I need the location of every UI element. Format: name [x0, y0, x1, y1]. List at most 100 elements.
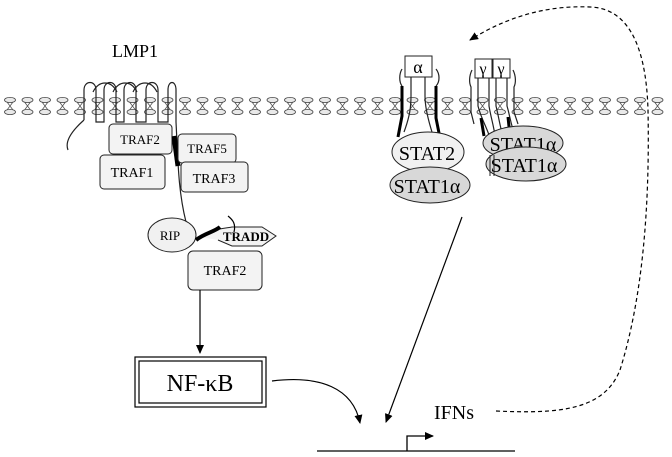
lipid-head [476, 97, 489, 104]
lipid-head [336, 109, 349, 116]
lipid-tail [461, 101, 469, 111]
lipid-tail [216, 101, 224, 111]
stat-to-promoter-arrow [385, 216, 463, 423]
lipid-head [301, 109, 314, 116]
nfkb-box-inner [138, 360, 263, 404]
receptor-alpha-box [404, 55, 433, 78]
lipid-head [616, 109, 629, 116]
cell-membrane [4, 97, 664, 116]
lipid-head [284, 109, 296, 116]
tradd-label: TRADD [223, 229, 269, 244]
tradd-binding-segment [194, 225, 222, 242]
traf1-label: TRAF1 [111, 166, 154, 181]
lipid-head [144, 109, 156, 116]
lipid-tail [479, 101, 486, 111]
nfkb-label: NF-κB [167, 371, 234, 397]
lipid-head [651, 109, 664, 116]
lipid-tail [251, 101, 259, 111]
lmp1-label: LMP1 [112, 41, 158, 61]
lipid-head [336, 97, 349, 104]
lipid-head [389, 109, 401, 116]
lipid-tail [356, 101, 364, 111]
receptor-alpha: α [396, 55, 442, 139]
lipid-head [126, 97, 139, 104]
rip-oval [147, 217, 197, 253]
lipid-head [56, 97, 69, 104]
lipid-head [616, 97, 629, 104]
lipid-tail [566, 101, 574, 111]
lipid-head [406, 97, 419, 104]
lipid-head [249, 109, 261, 116]
rip-label: RIP [160, 228, 180, 243]
lipid-head [599, 97, 611, 104]
lipid-head [389, 97, 401, 104]
lipid-head [634, 97, 646, 104]
receptor-gamma-label-2: γ [496, 61, 504, 78]
lipid-head [231, 109, 244, 116]
lipid-tail [181, 101, 189, 111]
lipid-tail [339, 101, 346, 111]
lipid-head [371, 97, 384, 104]
lipid-head [109, 97, 121, 104]
lipid-head [511, 97, 524, 104]
receptor-gamma-box-1 [474, 58, 493, 79]
lipid-head [651, 97, 664, 104]
stat2-label: STAT2 [399, 143, 455, 165]
receptor-gamma-box-2 [492, 58, 511, 79]
lipid-tail [321, 101, 329, 111]
traf5-label: TRAF5 [187, 141, 227, 156]
lipid-tail [619, 101, 626, 111]
lipid-head [564, 109, 576, 116]
lipid-tail [549, 101, 556, 111]
lipid-head [529, 97, 541, 104]
lipid-head [459, 109, 471, 116]
lipid-head [4, 109, 16, 116]
lipid-head [249, 97, 261, 104]
lipid-head [284, 97, 296, 104]
lipid-tail [234, 101, 241, 111]
lmp1-transmembrane [66, 81, 187, 223]
lipid-head [529, 109, 541, 116]
traf2-bottom-box [187, 250, 263, 291]
lipid-head [39, 97, 51, 104]
lipid-head [266, 109, 279, 116]
lipid-tail [129, 101, 136, 111]
lipid-head [319, 97, 331, 104]
transcription-start-arrow [406, 432, 434, 451]
lipid-head [91, 97, 104, 104]
tradd-link [227, 215, 236, 233]
lipid-tail [111, 101, 119, 111]
lipid-tail [374, 101, 381, 111]
ifns-feedback-dashed-arrow [469, 6, 649, 413]
lipid-head [231, 97, 244, 104]
lipid-tail [601, 101, 609, 111]
lipid-head [599, 109, 611, 116]
lipid-head [21, 109, 34, 116]
lipid-tail [584, 101, 591, 111]
lipid-tail [269, 101, 276, 111]
lipid-tail [426, 101, 434, 111]
lipid-head [459, 97, 471, 104]
lipid-head [91, 109, 104, 116]
lipid-tail [41, 101, 49, 111]
lipid-head [581, 109, 594, 116]
lipid-tail [59, 101, 66, 111]
lipid-head [214, 97, 226, 104]
stat1a-right-bottom-label: STAT1α [491, 155, 558, 177]
lipid-head [564, 97, 576, 104]
traf2-bottom-label: TRAF2 [204, 264, 247, 279]
lipid-tail [286, 101, 294, 111]
lipid-head [441, 97, 454, 104]
traf3-box [180, 161, 249, 193]
lipid-head [196, 97, 209, 104]
lipid-head [581, 97, 594, 104]
lipid-tail [391, 101, 399, 111]
lipid-tail [146, 101, 154, 111]
lipid-head [371, 109, 384, 116]
lipid-head [634, 109, 646, 116]
lipid-head [39, 109, 51, 116]
traf3-label: TRAF3 [193, 172, 236, 187]
lmp1-ctar-segment [171, 135, 181, 167]
lipid-head [301, 97, 314, 104]
